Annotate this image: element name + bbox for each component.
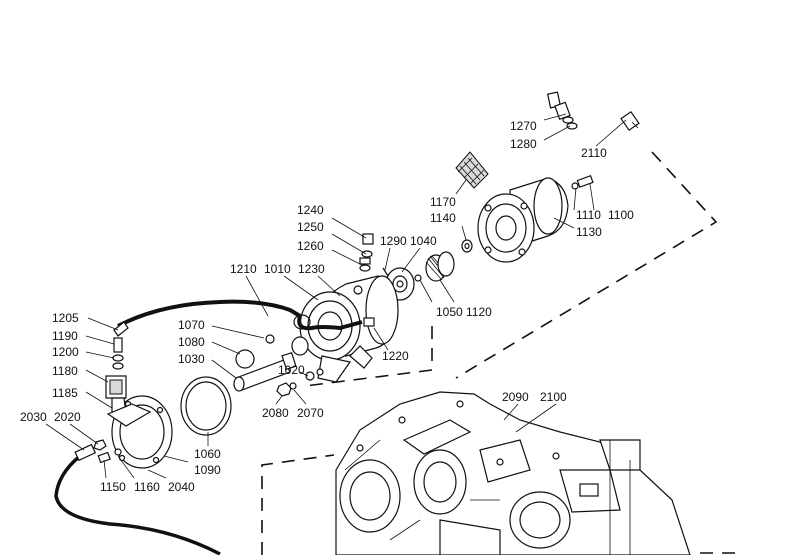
label-1020: 1020 xyxy=(278,363,305,377)
part-labels: 2110 1270 1280 1170 1140 1110 1100 1130 … xyxy=(20,119,634,494)
label-1205: 1205 xyxy=(52,311,79,325)
label-1280: 1280 xyxy=(510,137,537,151)
label-1270: 1270 xyxy=(510,119,537,133)
part-1120-spring xyxy=(425,251,455,282)
part-1140-washer xyxy=(461,239,473,253)
leader-lines xyxy=(45,113,627,479)
label-1110: 1110 xyxy=(576,208,601,222)
part-1170-filter xyxy=(455,151,489,189)
label-1230: 1230 xyxy=(298,262,325,276)
part-1270-fitting xyxy=(554,101,578,130)
label-1185: 1185 xyxy=(52,386,78,400)
assembly-dashed-lines xyxy=(261,151,740,555)
part-1290-pin xyxy=(382,267,389,277)
label-1120: 1120 xyxy=(466,305,492,319)
label-1170: 1170 xyxy=(430,195,456,209)
part-1210-pipe xyxy=(117,299,363,331)
part-1020 xyxy=(305,371,315,381)
label-2030: 2030 xyxy=(20,410,47,424)
label-2020: 2020 xyxy=(54,410,81,424)
part-2110-hose xyxy=(546,52,640,132)
label-1210: 1210 xyxy=(230,262,257,276)
label-2090: 2090 xyxy=(502,390,529,404)
label-1290: 1290 xyxy=(380,234,407,248)
label-1250: 1250 xyxy=(297,220,324,234)
part-2080-nut xyxy=(276,382,292,397)
part-1080-ring xyxy=(235,349,255,369)
part-1100-screw xyxy=(571,175,594,190)
part-1050 xyxy=(414,274,422,282)
label-1030: 1030 xyxy=(178,352,205,366)
part-1130-housing xyxy=(477,177,569,263)
label-1010: 1010 xyxy=(264,262,291,276)
label-2070: 2070 xyxy=(297,406,324,420)
label-1200: 1200 xyxy=(52,345,79,359)
part-2070-washer xyxy=(289,382,297,390)
label-1190: 1190 xyxy=(52,329,78,343)
label-1130: 1130 xyxy=(576,225,602,239)
label-1070: 1070 xyxy=(178,318,205,332)
part-1030-shaft xyxy=(233,336,309,392)
part-2040-hose xyxy=(54,439,221,555)
label-1100: 1100 xyxy=(608,208,634,222)
label-2110: 2110 xyxy=(581,146,607,160)
part-1070-disc xyxy=(265,334,275,344)
label-1150: 1150 xyxy=(100,480,126,494)
label-1180: 1180 xyxy=(52,364,78,378)
label-1240: 1240 xyxy=(297,203,324,217)
label-1160: 1160 xyxy=(134,480,160,494)
label-1080: 1080 xyxy=(178,335,205,349)
transmission-housing xyxy=(335,391,691,555)
label-1040: 1040 xyxy=(410,234,437,248)
label-1220: 1220 xyxy=(382,349,409,363)
label-1060: 1060 xyxy=(194,447,221,461)
label-1260: 1260 xyxy=(297,239,324,253)
label-2100: 2100 xyxy=(540,390,567,404)
label-2040: 2040 xyxy=(168,480,195,494)
part-1060-gasket xyxy=(180,376,232,436)
label-2080: 2080 xyxy=(262,406,289,420)
part-1090-cover xyxy=(111,395,173,469)
part-1240-bolt xyxy=(359,233,374,272)
label-1140: 1140 xyxy=(430,211,456,225)
label-1090: 1090 xyxy=(194,463,221,477)
part-1180-block xyxy=(105,321,152,427)
label-1050: 1050 xyxy=(436,305,463,319)
